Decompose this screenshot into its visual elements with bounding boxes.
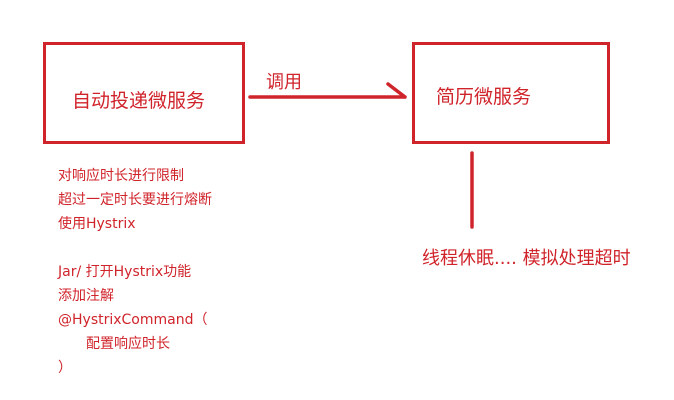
note-line: 添加注解: [58, 288, 114, 304]
call-arrow-label: 调用: [266, 72, 302, 93]
note-line: Jar/ 打开Hystrix功能: [58, 264, 192, 280]
auto-delivery-service-box: [43, 42, 245, 144]
timeout-simulation-label: 线程休眠.... 模拟处理超时: [422, 248, 631, 269]
note-line: ）: [58, 360, 72, 376]
note-line: 对响应时长进行限制: [58, 168, 184, 184]
note-line: @HystrixCommand（: [58, 312, 208, 328]
auto-delivery-service-label: 自动投递微服务: [72, 90, 206, 112]
notes-block: 对响应时长进行限制 超过一定时长要进行熔断 使用Hystrix Jar/ 打开H…: [58, 164, 212, 380]
note-line: 超过一定时长要进行熔断: [58, 192, 212, 208]
resume-service-box: [412, 42, 610, 144]
note-line: [58, 236, 212, 260]
note-line: 使用Hystrix: [58, 216, 136, 232]
resume-service-label: 简历微服务: [436, 86, 532, 108]
note-line: 配置响应时长: [86, 336, 170, 352]
